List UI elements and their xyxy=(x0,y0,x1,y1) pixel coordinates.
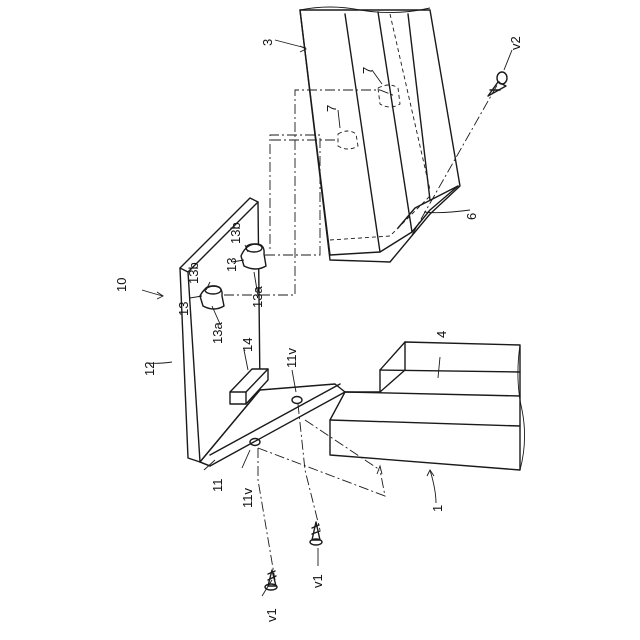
label-11: 11 xyxy=(210,479,225,493)
label-11v-upper: 11v xyxy=(284,348,299,368)
label-12: 12 xyxy=(142,362,157,376)
label-13b-lower: 13b xyxy=(186,262,201,284)
label-7a: 7 xyxy=(360,67,375,74)
screw-v1-left xyxy=(265,570,277,590)
label-13a-lower: 13a xyxy=(210,322,225,344)
label-14: 14 xyxy=(240,338,255,352)
label-13b-upper: 13b xyxy=(228,222,243,244)
label-13-lower: 13 xyxy=(176,302,191,316)
label-13a-upper: 13a xyxy=(250,286,265,308)
label-10: 10 xyxy=(114,278,129,292)
label-v1-right: v1 xyxy=(310,574,325,588)
bracket-10 xyxy=(180,198,345,466)
screw-v2 xyxy=(488,72,507,96)
label-v2: v2 xyxy=(508,36,523,50)
member-3 xyxy=(300,7,460,262)
label-13-upper: 13 xyxy=(224,258,239,272)
label-7b: 7 xyxy=(324,105,339,112)
label-v1-left: v1 xyxy=(264,608,279,622)
label-1: 1 xyxy=(430,505,445,512)
screw-v1-right xyxy=(310,522,322,545)
member-1 xyxy=(330,342,525,470)
label-6: 6 xyxy=(464,213,479,220)
label-4: 4 xyxy=(434,331,449,338)
label-11v-lower: 11v xyxy=(240,488,255,508)
label-3: 3 xyxy=(260,39,275,46)
